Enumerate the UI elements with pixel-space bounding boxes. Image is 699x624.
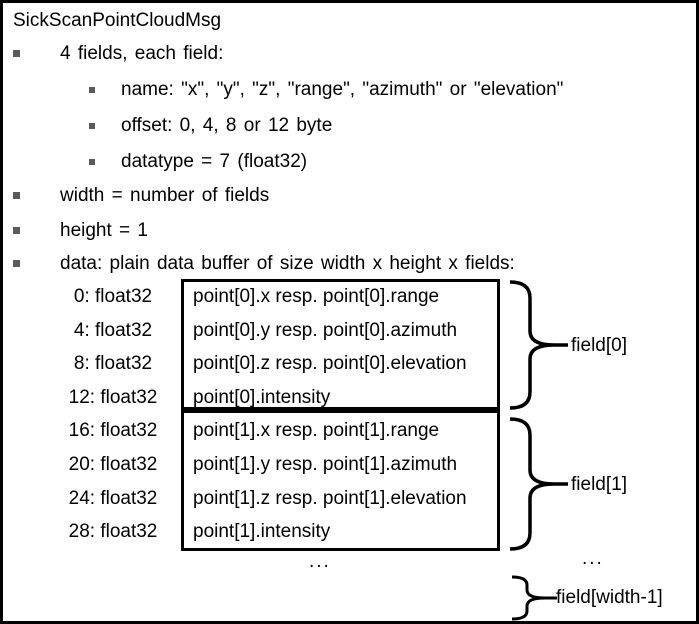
bullet-square-icon	[89, 159, 95, 165]
bullet-item-fields: 4 fields, each field:	[3, 43, 696, 67]
bullet-item-name: name: "x", "y", "z", "range", "azimuth" …	[3, 79, 696, 103]
bullet-text: width = number of fields	[60, 185, 270, 206]
offset-label: 20: float32	[68, 454, 158, 475]
buffer-row: 8: float32 point[0].z resp. point[0].ele…	[3, 353, 696, 377]
bullet-square-icon	[89, 123, 95, 129]
buffer-cell: point[1].z resp. point[1].elevation	[193, 488, 467, 509]
field0-label: field[0]	[571, 335, 627, 356]
buffer-cell: point[0].intensity	[193, 387, 331, 408]
offset-label: 4: float32	[73, 320, 153, 341]
bullet-item-data: data: plain data buffer of size width x …	[3, 253, 696, 277]
bullet-item-datatype: datatype = 7 (float32)	[3, 151, 696, 175]
bullet-text: data: plain data buffer of size width x …	[60, 253, 515, 274]
buffer-cell: point[0].y resp. point[0].azimuth	[193, 320, 458, 341]
offset-label: 16: float32	[68, 420, 158, 441]
buffer-cell: point[0].x resp. point[0].range	[193, 286, 440, 307]
bullet-text: offset: 0, 4, 8 or 12 byte	[121, 115, 333, 136]
buffer-row: 12: float32 point[0].intensity	[3, 387, 696, 411]
ellipsis-fields-continue: ...	[582, 548, 604, 569]
buffer-cell: point[0].z resp. point[0].elevation	[193, 353, 467, 374]
field-block-1-box	[181, 410, 500, 551]
bullet-item-height: height = 1	[3, 220, 696, 244]
buffer-row: 16: float32 point[1].x resp. point[1].ra…	[3, 420, 696, 444]
buffer-row: 4: float32 point[0].y resp. point[0].azi…	[3, 320, 696, 344]
buffer-row: 28: float32 point[1].intensity	[3, 521, 696, 545]
bullet-square-icon	[13, 192, 20, 199]
bullet-text: datatype = 7 (float32)	[121, 151, 308, 172]
bullet-text: height = 1	[60, 220, 148, 241]
curly-brace-field0-icon	[509, 280, 568, 410]
bullet-item-offset: offset: 0, 4, 8 or 12 byte	[3, 115, 696, 139]
buffer-cell: point[1].y resp. point[1].azimuth	[193, 454, 458, 475]
curly-brace-fieldlast-icon	[511, 575, 557, 621]
ellipsis-buffer-continues: ...	[309, 551, 331, 572]
bullet-text: 4 fields, each field:	[60, 43, 224, 64]
buffer-row: 0: float32 point[0].x resp. point[0].ran…	[3, 286, 696, 310]
offset-label: 28: float32	[68, 521, 158, 542]
offset-label: 24: float32	[68, 488, 158, 509]
offset-label: 8: float32	[73, 353, 153, 374]
page-title: SickScanPointCloudMsg	[13, 10, 222, 31]
bullet-square-icon	[13, 50, 20, 57]
field-block-0-box	[181, 279, 500, 410]
bullet-square-icon	[13, 227, 20, 234]
bullet-square-icon	[13, 260, 20, 267]
bullet-square-icon	[89, 87, 95, 93]
offset-label: 12: float32	[68, 387, 158, 408]
field-width-minus-1-label: field[width-1]	[556, 587, 663, 608]
bullet-item-width: width = number of fields	[3, 185, 696, 209]
buffer-row: 20: float32 point[1].y resp. point[1].az…	[3, 454, 696, 478]
buffer-cell: point[1].x resp. point[1].range	[193, 420, 440, 441]
offset-label: 0: float32	[73, 286, 153, 307]
field1-label: field[1]	[571, 474, 627, 495]
buffer-cell: point[1].intensity	[193, 521, 331, 542]
curly-brace-field1-icon	[509, 417, 568, 551]
bullet-text: name: "x", "y", "z", "range", "azimuth" …	[121, 79, 564, 100]
buffer-row: 24: float32 point[1].z resp. point[1].el…	[3, 488, 696, 512]
